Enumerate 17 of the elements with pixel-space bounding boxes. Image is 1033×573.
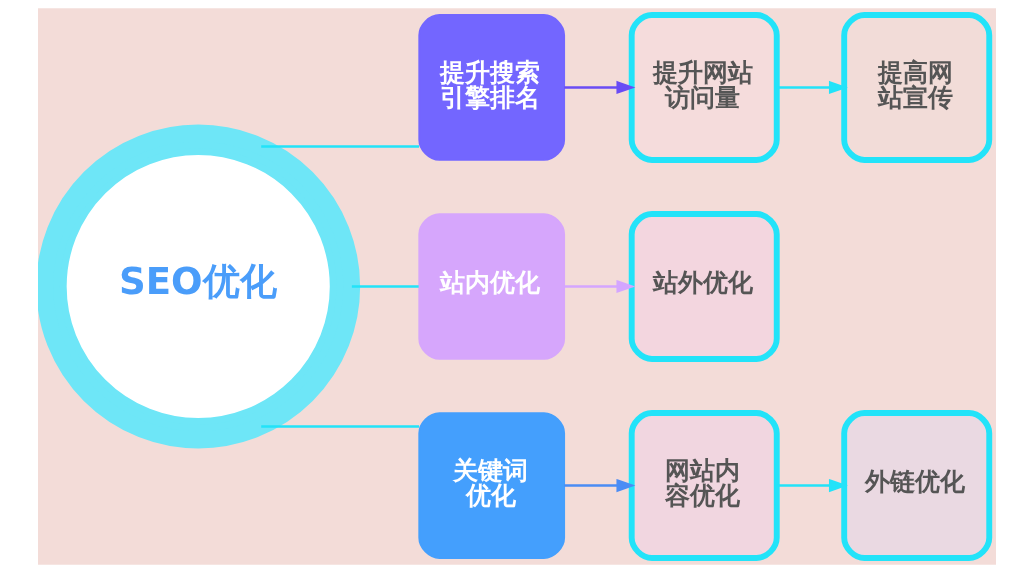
arrow <box>563 279 635 294</box>
connector <box>351 285 419 288</box>
node-box: 提高网站宣传 <box>840 12 992 163</box>
arrow <box>563 80 635 95</box>
node-box: 提升搜索引擎排名 <box>417 14 565 161</box>
node-box: 站外优化 <box>628 211 780 362</box>
node-box: 网站内容优化 <box>628 410 780 561</box>
node-box: 外链优化 <box>840 410 992 561</box>
arrow <box>776 80 848 95</box>
arrow <box>776 478 848 493</box>
node-box: 站内优化 <box>417 213 565 360</box>
connector <box>260 425 419 428</box>
arrow <box>563 478 635 493</box>
connector <box>260 145 419 148</box>
node-box: 关键词优化 <box>417 412 565 559</box>
node-circle: SEO优化 <box>37 124 360 449</box>
node-box: 提升网站访问量 <box>628 12 780 163</box>
